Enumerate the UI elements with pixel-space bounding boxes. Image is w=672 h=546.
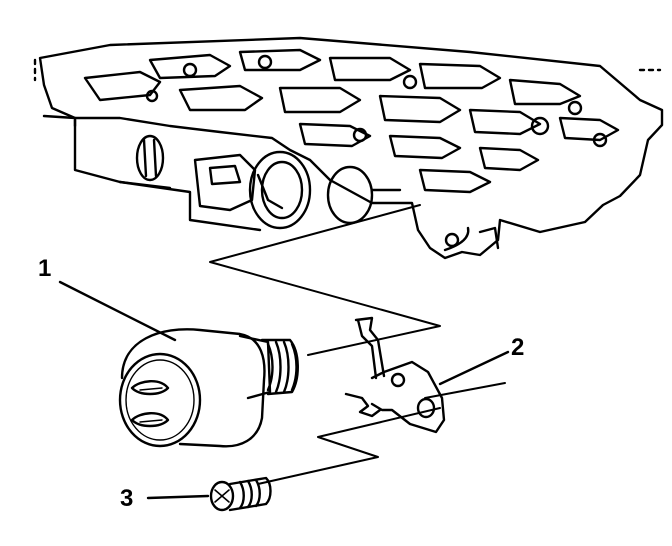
callout-label-3: 3 — [120, 485, 134, 512]
part-2-bracket — [344, 316, 446, 434]
part-3-screw — [209, 476, 272, 512]
leader-3 — [146, 494, 210, 500]
callout-label-1: 1 — [38, 255, 52, 282]
assembly-lines — [209, 204, 506, 485]
leader-1 — [58, 280, 177, 342]
leader-2 — [438, 350, 510, 386]
callout-label-2: 2 — [511, 334, 525, 361]
part-1-solenoid — [118, 328, 299, 448]
valve-body — [33, 36, 664, 260]
callout-leaders — [58, 280, 510, 500]
